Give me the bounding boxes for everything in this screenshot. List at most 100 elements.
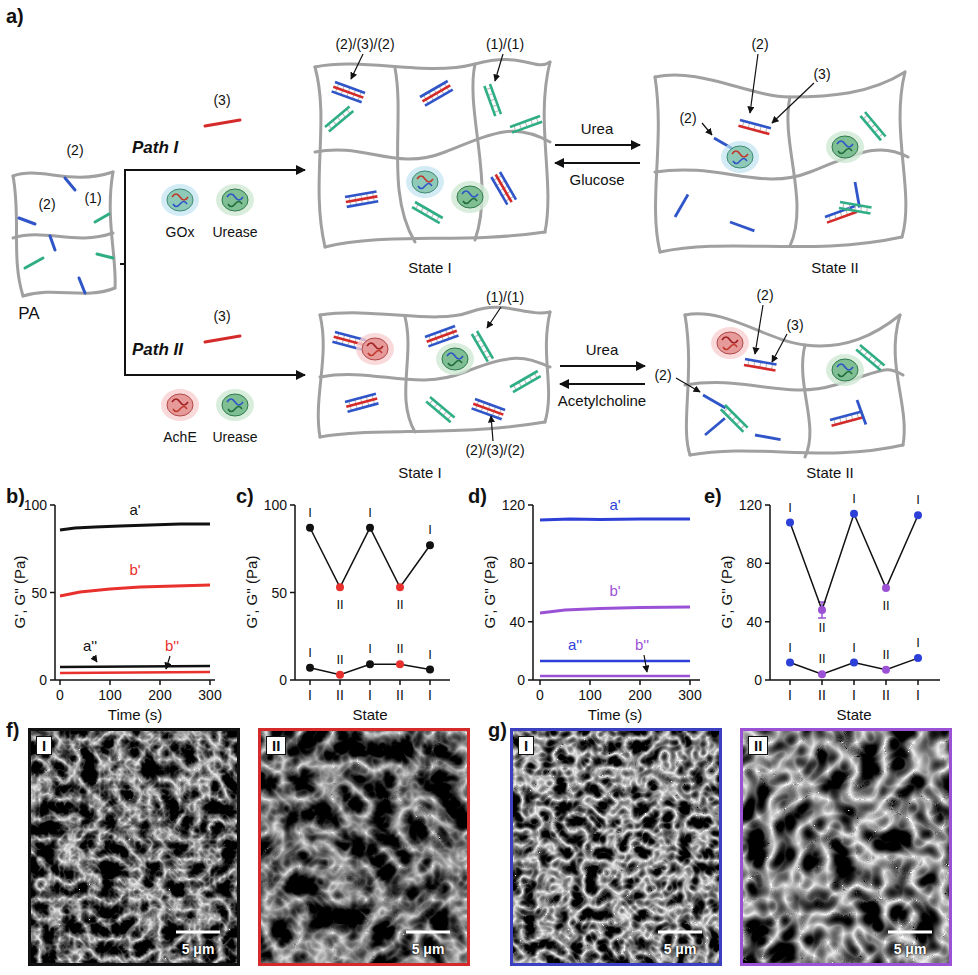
chart-b (60, 585, 210, 596)
hydrogel-drawing (750, 54, 758, 113)
hydrogel-drawing (826, 354, 864, 386)
hydrogel-drawing (655, 77, 660, 252)
point-label: II (818, 621, 825, 636)
tick-label: 120 (739, 497, 762, 513)
polymer-network: (2)(1)(2)PA (5, 128, 120, 328)
tick-label: 100 (98, 687, 121, 703)
tick-label: 200 (148, 687, 171, 703)
hydrogel-drawing (744, 359, 777, 370)
scale-label: 5 μm (182, 941, 215, 957)
callout-number: (3) (812, 66, 831, 82)
hydrogel-drawing (356, 333, 394, 365)
enzyme-label: GOx (166, 224, 195, 240)
tick-label: II (336, 687, 344, 703)
chart-c (306, 524, 314, 532)
hydrogel-drawing (420, 81, 453, 106)
chart-d (644, 655, 647, 672)
tick-label: 0 (536, 687, 544, 703)
reaction-arrow (555, 162, 640, 164)
reaction-arrow (120, 264, 305, 375)
sem-micrograph (510, 728, 722, 966)
point-label: I (428, 523, 432, 538)
hydrogel-drawing (685, 314, 904, 457)
chart-b (60, 524, 210, 530)
hydrogel-drawing (318, 307, 550, 441)
chart-e (914, 511, 922, 519)
hydrogel-drawing (436, 343, 474, 375)
panel-letter: c) (236, 485, 254, 508)
hydrogel-drawing (857, 400, 866, 424)
polymer-network-drawing (97, 254, 113, 258)
state-tag: I (36, 736, 52, 755)
hydrogel-drawing (325, 232, 545, 247)
state-tag: II (266, 736, 286, 755)
chart-e (882, 584, 890, 592)
hydrogel-drawing (703, 395, 726, 408)
point-label: II (882, 599, 889, 614)
point-label: I (368, 642, 372, 657)
hydrogel-drawing (320, 307, 550, 317)
hydrogel-drawing (772, 83, 814, 123)
reagent-drawing (205, 336, 240, 342)
hydrogel-state: (1)/(1)(2)/(3)/(2)State I (305, 287, 560, 486)
reagent-drawing (216, 184, 254, 216)
hydrogel-drawing (895, 315, 904, 445)
hydrogel-drawing (426, 397, 454, 422)
hydrogel-drawing (318, 307, 550, 437)
hydrogel-drawing (484, 84, 501, 116)
chart-e (850, 510, 858, 518)
tick-label: 120 (502, 497, 525, 513)
panel-letter: a) (6, 5, 24, 28)
hydrogel-drawing (830, 412, 862, 426)
chart-d (528, 505, 700, 685)
chart-e (818, 670, 826, 678)
hydrogel-drawing (315, 54, 550, 247)
enzyme-label: AchE (163, 429, 196, 445)
tick-label: I (788, 687, 792, 703)
hydrogel-drawing (705, 418, 725, 435)
tick-label: 80 (746, 555, 762, 571)
tick-label: 200 (628, 687, 651, 703)
hydrogel-drawing (406, 166, 444, 198)
curve-label: b'' (165, 637, 179, 654)
hydrogel-drawing (544, 62, 550, 232)
chart-c (336, 583, 344, 591)
enzyme-label: Urease (212, 429, 257, 445)
panel-letter: e) (704, 485, 722, 508)
panel-letter: f) (6, 719, 19, 742)
reagent-drawing (216, 389, 254, 421)
hydrogel-drawing (495, 54, 503, 81)
chart-c (396, 583, 404, 591)
hydrogel-drawing (315, 67, 325, 247)
hydrogel-drawing (655, 150, 908, 179)
scale-bar (406, 931, 450, 934)
hydrogel-drawing (660, 237, 902, 252)
sem-micrograph (740, 728, 952, 966)
scale-label: 5 μm (664, 941, 697, 957)
curve-label: b' (129, 561, 140, 578)
polymer-network-drawing (23, 288, 115, 296)
arrow-label: Glucose (567, 171, 626, 188)
tick-label: 100 (24, 497, 47, 513)
chart-d (528, 505, 700, 685)
hydrogel-drawing (730, 222, 754, 231)
curve-label: a'' (83, 637, 97, 654)
tick-label: I (428, 687, 432, 703)
chart-c (290, 505, 450, 685)
point-label: I (852, 491, 856, 506)
chart-c (396, 660, 404, 668)
point-label: I (368, 505, 372, 520)
hydrogel-drawing (788, 97, 797, 246)
hydrogel-drawing (721, 405, 748, 432)
panel-letter: b) (6, 485, 25, 508)
chart-b (50, 505, 215, 685)
callout-number: (1)/(1) (485, 36, 525, 52)
tick-label: 40 (509, 614, 525, 630)
chart-d (540, 660, 690, 663)
tick-label: II (396, 687, 404, 703)
hydrogel-drawing (510, 116, 542, 133)
chart-c (366, 524, 374, 532)
tick-label: 80 (509, 555, 525, 571)
hydrogel-drawing (738, 120, 770, 134)
scale-label: 5 μm (412, 941, 445, 957)
